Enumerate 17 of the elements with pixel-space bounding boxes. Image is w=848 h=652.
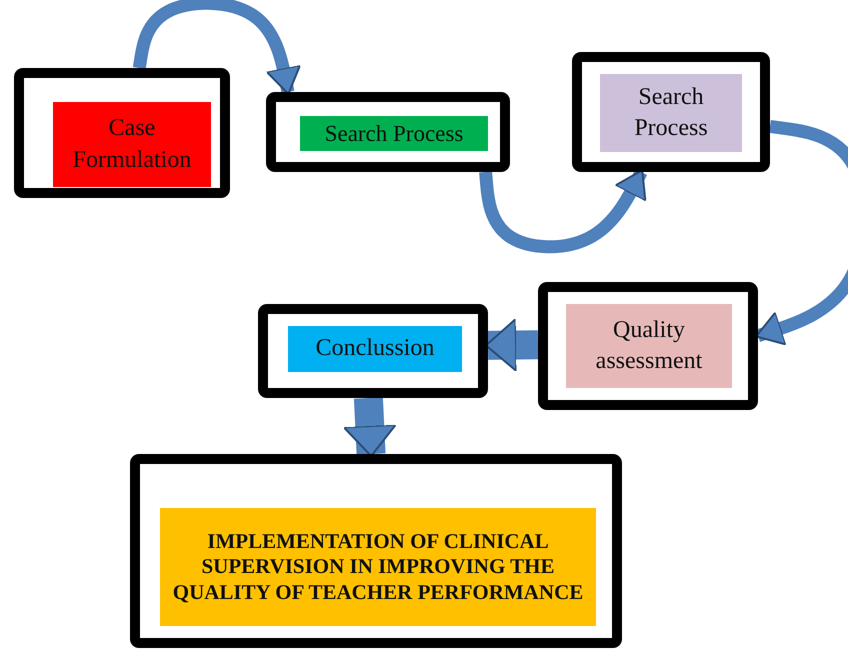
step-label: Quality assessment [566, 304, 732, 388]
step-label: Case Formulation [53, 102, 211, 187]
arrow [479, 169, 648, 254]
arrow [485, 318, 538, 372]
process-box [130, 454, 622, 648]
step-label: IMPLEMENTATION OF CLINICAL SUPERVISION IN IMPROVING THE QUALITY OF TEACHER PERFORMANCE [160, 508, 596, 626]
process-box [572, 52, 770, 172]
step-label: Conclussion [288, 326, 462, 372]
arrow [755, 120, 848, 346]
process-box [14, 68, 230, 198]
arrow [132, 0, 302, 95]
step-label: Search Process [600, 74, 742, 152]
arrow [342, 397, 397, 457]
process-box [258, 304, 488, 398]
process-box [538, 282, 758, 410]
step-label: Search Process [300, 116, 488, 151]
process-box [266, 92, 510, 172]
